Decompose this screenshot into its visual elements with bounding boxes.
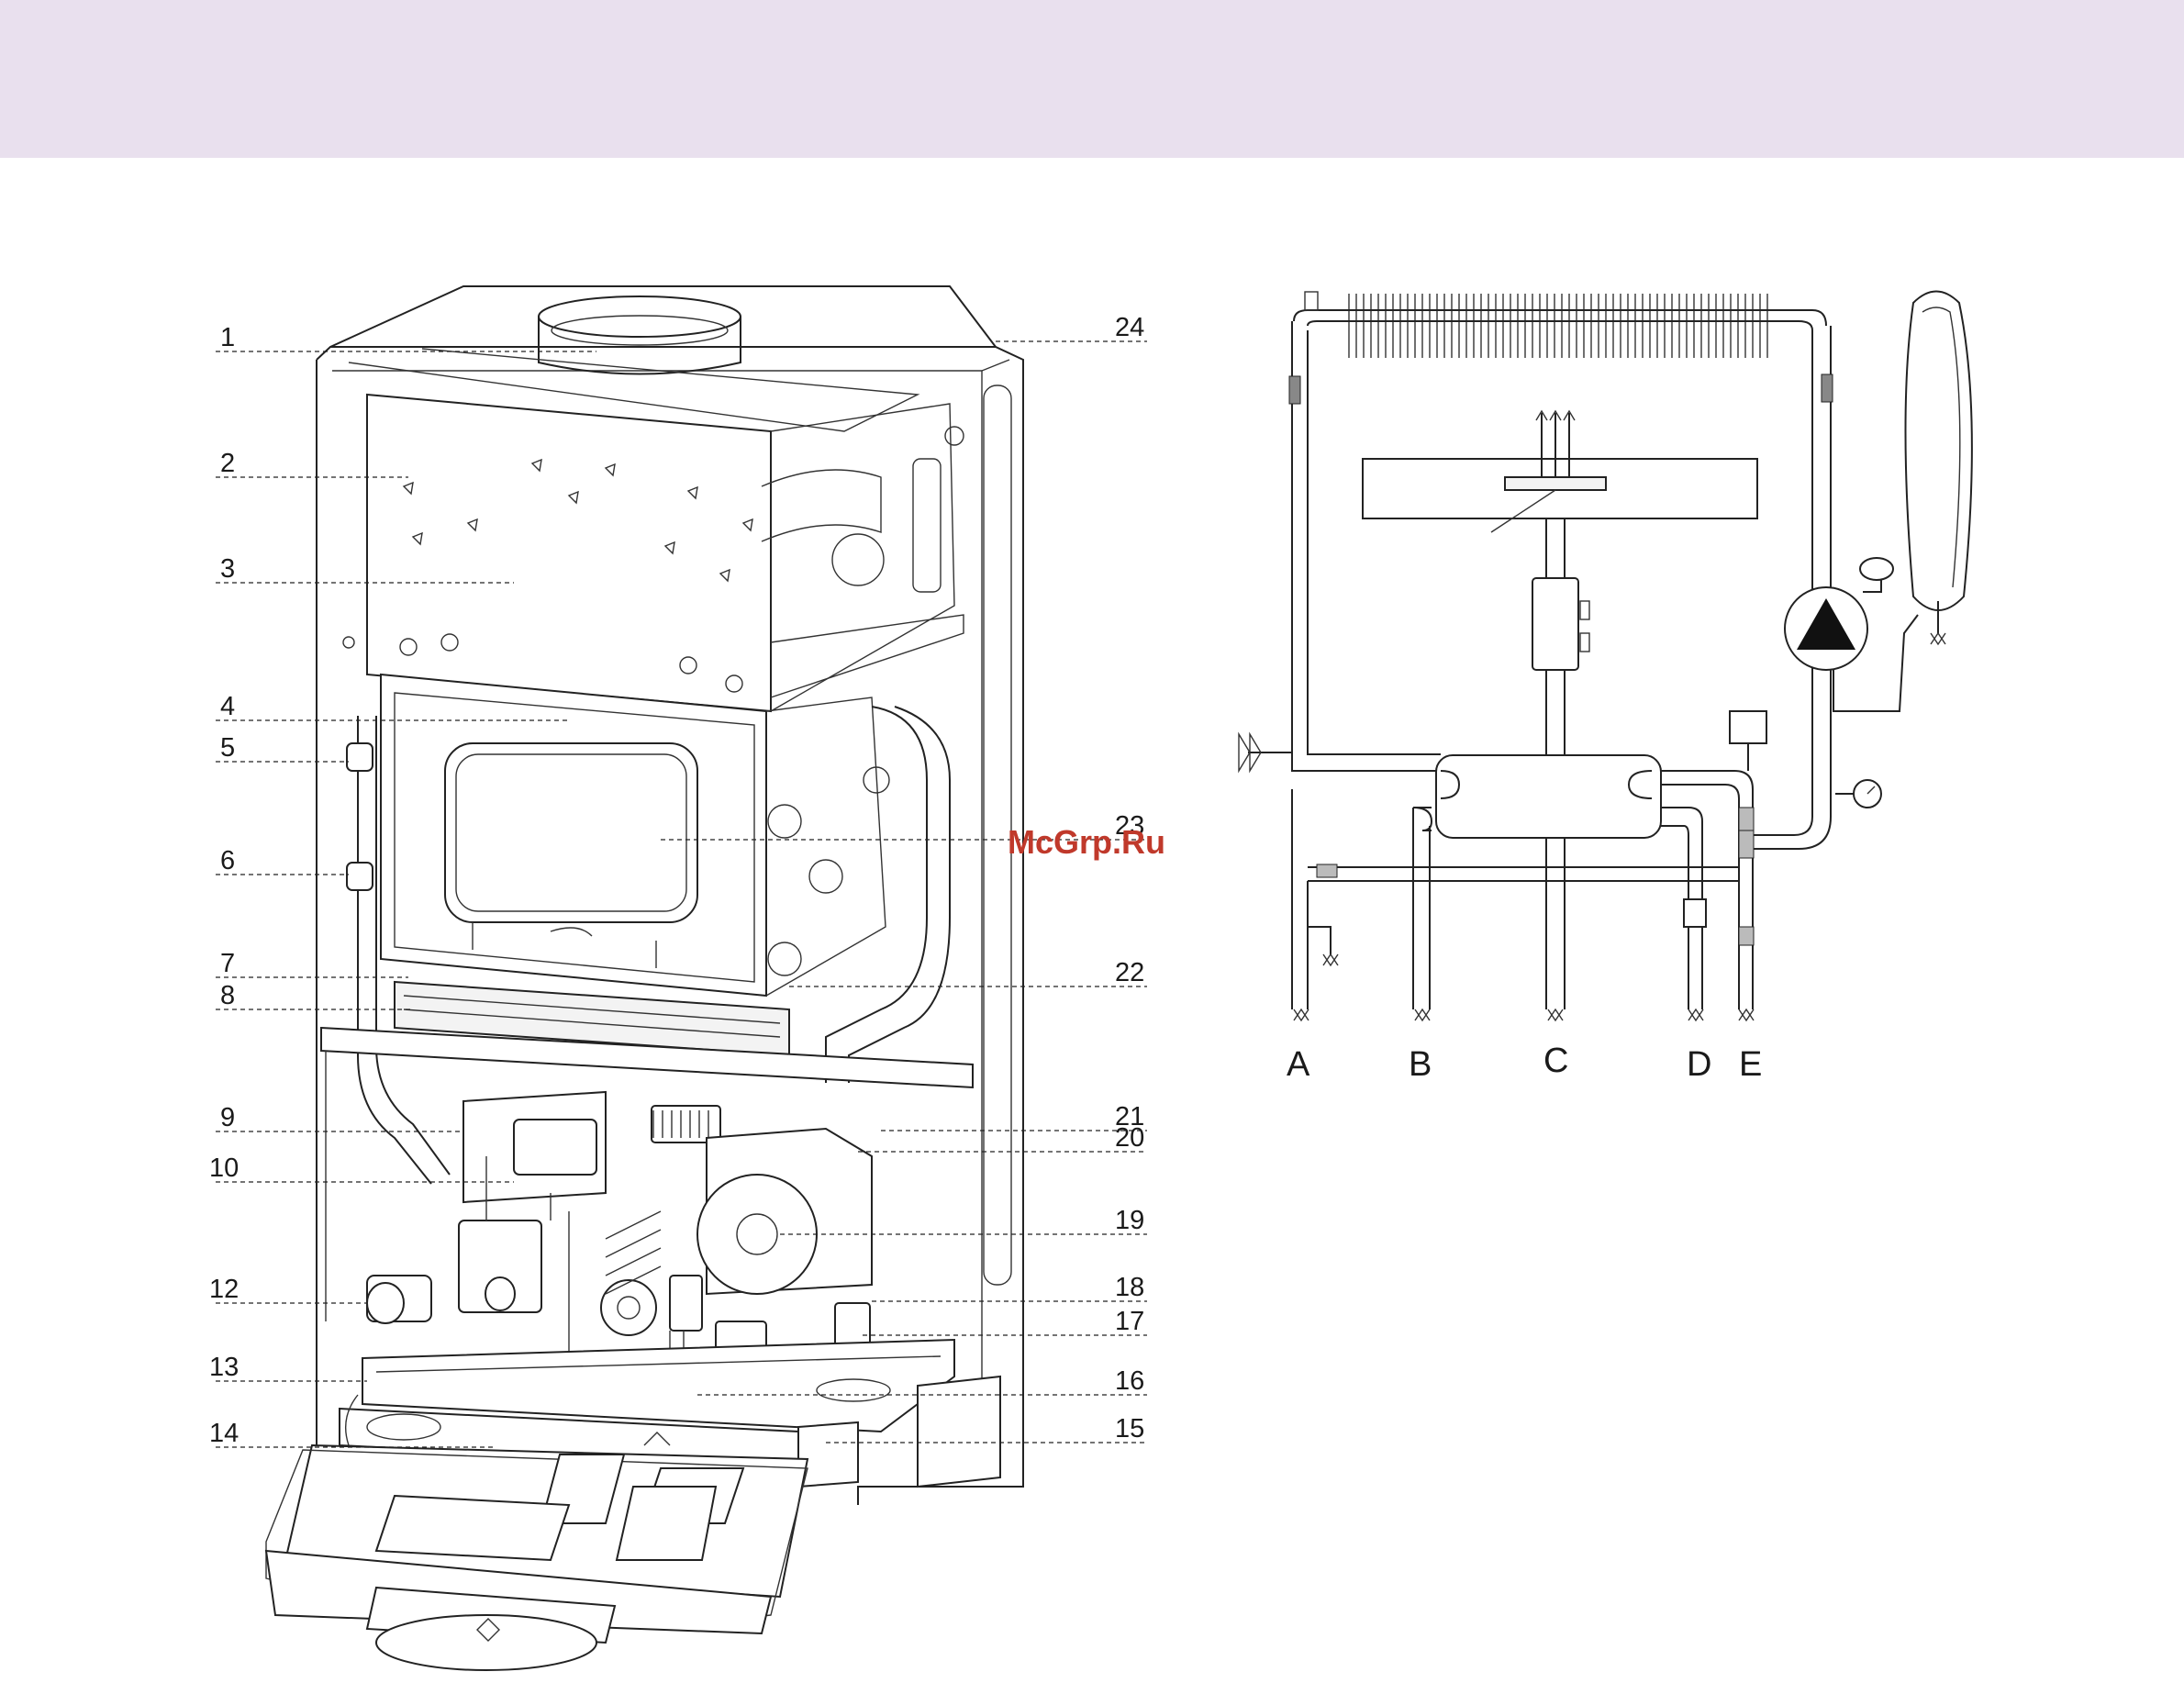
callout-10: 10 — [209, 1154, 239, 1183]
callout-19: 19 — [1115, 1206, 1144, 1235]
callout-6: 6 — [220, 846, 235, 875]
callout-1: 1 — [220, 323, 235, 352]
port-label-d: D — [1687, 1045, 1711, 1084]
port-label-a: A — [1287, 1045, 1310, 1084]
port-label-e: E — [1739, 1045, 1762, 1084]
heat-exchanger-fins — [1349, 294, 1767, 358]
callout-8: 8 — [220, 981, 235, 1010]
hydraulic-schematic: A B C D E — [1239, 292, 1972, 1085]
callout-12: 12 — [209, 1275, 239, 1304]
callout-9: 9 — [220, 1103, 235, 1132]
callout-16: 16 — [1115, 1366, 1144, 1396]
callout-7: 7 — [220, 949, 235, 978]
watermark: McGrp.Ru — [1008, 823, 1165, 861]
right-callouts: 24 23 22 21 20 19 18 17 16 15 — [1115, 313, 1144, 1443]
callout-2: 2 — [220, 449, 235, 478]
callout-20: 20 — [1115, 1123, 1144, 1153]
callout-5: 5 — [220, 733, 235, 763]
callout-3: 3 — [220, 554, 235, 584]
boiler-illustration — [266, 286, 1023, 1670]
left-callouts: 1 2 3 4 5 6 7 8 9 10 12 13 14 — [209, 323, 239, 1448]
port-label-b: B — [1409, 1045, 1432, 1084]
callout-13: 13 — [209, 1353, 239, 1382]
port-label-c: C — [1543, 1042, 1568, 1080]
callout-4: 4 — [220, 692, 235, 721]
callout-18: 18 — [1115, 1273, 1144, 1302]
callout-15: 15 — [1115, 1414, 1144, 1443]
callout-24: 24 — [1115, 313, 1144, 342]
callout-14: 14 — [209, 1419, 239, 1448]
callout-17: 17 — [1115, 1307, 1144, 1336]
callout-22: 22 — [1115, 958, 1144, 987]
